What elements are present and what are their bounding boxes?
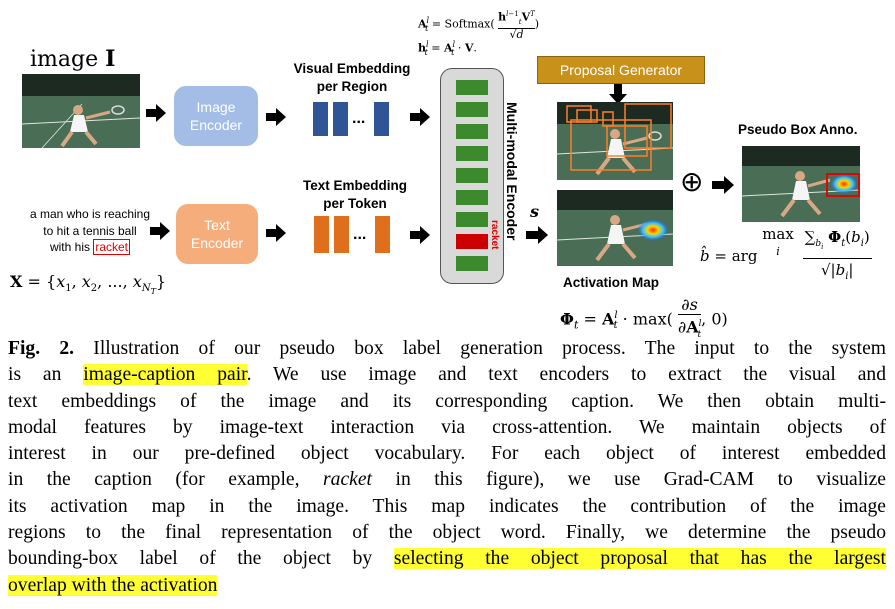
caption-input: a man who is reaching to hit a tennis ba… bbox=[29, 207, 151, 255]
text-bar bbox=[314, 216, 329, 253]
proposal-generator-box: Proposal Generator bbox=[537, 56, 705, 84]
arrow-mm-to-activation bbox=[526, 226, 548, 249]
racket-highlight: racket bbox=[93, 239, 131, 255]
text-embedding-label: Text Embedding per Token bbox=[302, 178, 407, 211]
arrow-down-proposal bbox=[609, 84, 627, 109]
formula-hidden: hlt = Alt · V. bbox=[418, 40, 477, 57]
oplus-icon: ⊕ bbox=[680, 166, 704, 197]
formula-attention: Alt = Softmax( hl−1tVT √d ) bbox=[418, 10, 540, 41]
visual-embedding-label: Visual Embedding per Region bbox=[293, 61, 411, 94]
caption-highlight: selecting the object proposal that has t… bbox=[393, 548, 886, 570]
proposal-image bbox=[557, 102, 673, 180]
text-ellipsis: ... bbox=[353, 226, 367, 243]
caption-line: Fig. 2. Illustration of our pseudo box l… bbox=[8, 338, 887, 359]
mm-cell-racket bbox=[456, 234, 488, 249]
mm-cell bbox=[456, 190, 488, 205]
activation-image bbox=[557, 190, 673, 266]
caption-line: overlap with the activation bbox=[8, 573, 886, 599]
arrow-text-to-mm bbox=[410, 226, 430, 249]
caption-highlight: overlap with the activation bbox=[8, 574, 218, 596]
arrow-to-pseudo-box bbox=[712, 176, 734, 199]
caption-italic: racket bbox=[323, 469, 372, 491]
caption-line: modal features by image-text interaction… bbox=[8, 416, 886, 438]
formula-phi: Φt = Alt · max( ∂s ∂Alt , 0) bbox=[560, 295, 728, 340]
text-bar bbox=[334, 216, 349, 253]
image-label: image I bbox=[30, 46, 116, 72]
x-formula: X = {x1, x2, ..., xNT} bbox=[10, 272, 167, 297]
mm-cell bbox=[456, 102, 488, 117]
visual-bar bbox=[333, 102, 348, 136]
arrow-caption-to-encoder bbox=[150, 222, 170, 245]
mm-cell bbox=[456, 124, 488, 139]
caption-line: text embeddings of the image and its cor… bbox=[8, 390, 886, 412]
image-symbol: I bbox=[105, 46, 116, 72]
input-image bbox=[22, 74, 140, 148]
pseudo-box-label: Pseudo Box Anno. bbox=[738, 122, 858, 137]
pseudo-box-image bbox=[742, 146, 860, 222]
arrow-encoder-to-visual bbox=[266, 108, 286, 131]
caption-line: regions to the final representation of t… bbox=[8, 522, 886, 544]
text-encoder-box: Text Encoder bbox=[176, 204, 258, 264]
mm-cell bbox=[456, 212, 488, 227]
fig-label: Fig. 2. bbox=[8, 338, 75, 359]
arrow-visual-to-mm bbox=[410, 108, 430, 131]
caption-line: is an image-caption pair. We use image a… bbox=[8, 364, 887, 386]
arrow-text-encoder-to-text bbox=[266, 224, 286, 247]
image-encoder-box: Image Encoder bbox=[174, 86, 258, 146]
caption-highlight: image-caption pair bbox=[83, 364, 247, 386]
caption-line: interest in our pre-defined object vocab… bbox=[8, 443, 886, 465]
caption-line: in the caption (for example, racket in t… bbox=[8, 469, 886, 491]
caption-line: bounding-box label of the object by sele… bbox=[8, 548, 886, 570]
text-bar bbox=[375, 216, 390, 253]
s-label: s bbox=[530, 202, 540, 221]
visual-bar bbox=[313, 102, 328, 136]
caption-line: its activation map in the image. This ma… bbox=[8, 495, 886, 517]
figure-caption: Fig. 2. Illustration of our pseudo box l… bbox=[8, 336, 886, 599]
mm-cell bbox=[456, 256, 488, 271]
activation-map-label: Activation Map bbox=[563, 275, 660, 290]
mm-cell bbox=[456, 146, 488, 161]
multimodal-encoder-label: Multi-modal Encoder bbox=[504, 102, 520, 241]
arrow-image-to-encoder bbox=[146, 104, 166, 127]
mm-cell bbox=[456, 168, 488, 183]
mm-cell bbox=[456, 80, 488, 95]
visual-bar bbox=[374, 102, 389, 136]
racket-token-label: racket bbox=[489, 220, 500, 250]
visual-ellipsis: ... bbox=[352, 110, 366, 127]
